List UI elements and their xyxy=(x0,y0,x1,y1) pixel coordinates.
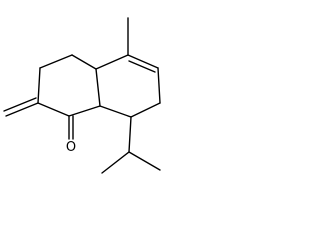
bond-c8a-c4a xyxy=(95,68,101,107)
bond-c5-c6-a xyxy=(127,54,159,69)
bond-c2-methylene-b xyxy=(3,97,37,112)
bond-c2-c1 xyxy=(37,102,70,117)
bond-isopropyl-left-methyl xyxy=(101,151,130,174)
bond-c4a-c5 xyxy=(95,54,129,70)
bonds xyxy=(3,17,161,174)
bond-c3-c2 xyxy=(37,67,41,104)
bond-c4a-c4 xyxy=(71,54,97,70)
molecule-structure: O xyxy=(3,17,161,174)
bond-c2-methylene-a xyxy=(5,102,39,117)
bond-c6-c7 xyxy=(157,67,161,104)
bond-c5-c6-b xyxy=(128,60,156,73)
bond-isopropyl-right-methyl xyxy=(128,151,161,171)
bond-c7-c8 xyxy=(130,102,161,118)
bond-c1-c8a xyxy=(68,105,101,117)
oxygen-atom-label: O xyxy=(66,140,76,155)
bond-c8-isopropyl-ch xyxy=(128,116,132,153)
bond-c4-c3 xyxy=(39,54,73,69)
bond-c8-c8a xyxy=(99,105,132,118)
